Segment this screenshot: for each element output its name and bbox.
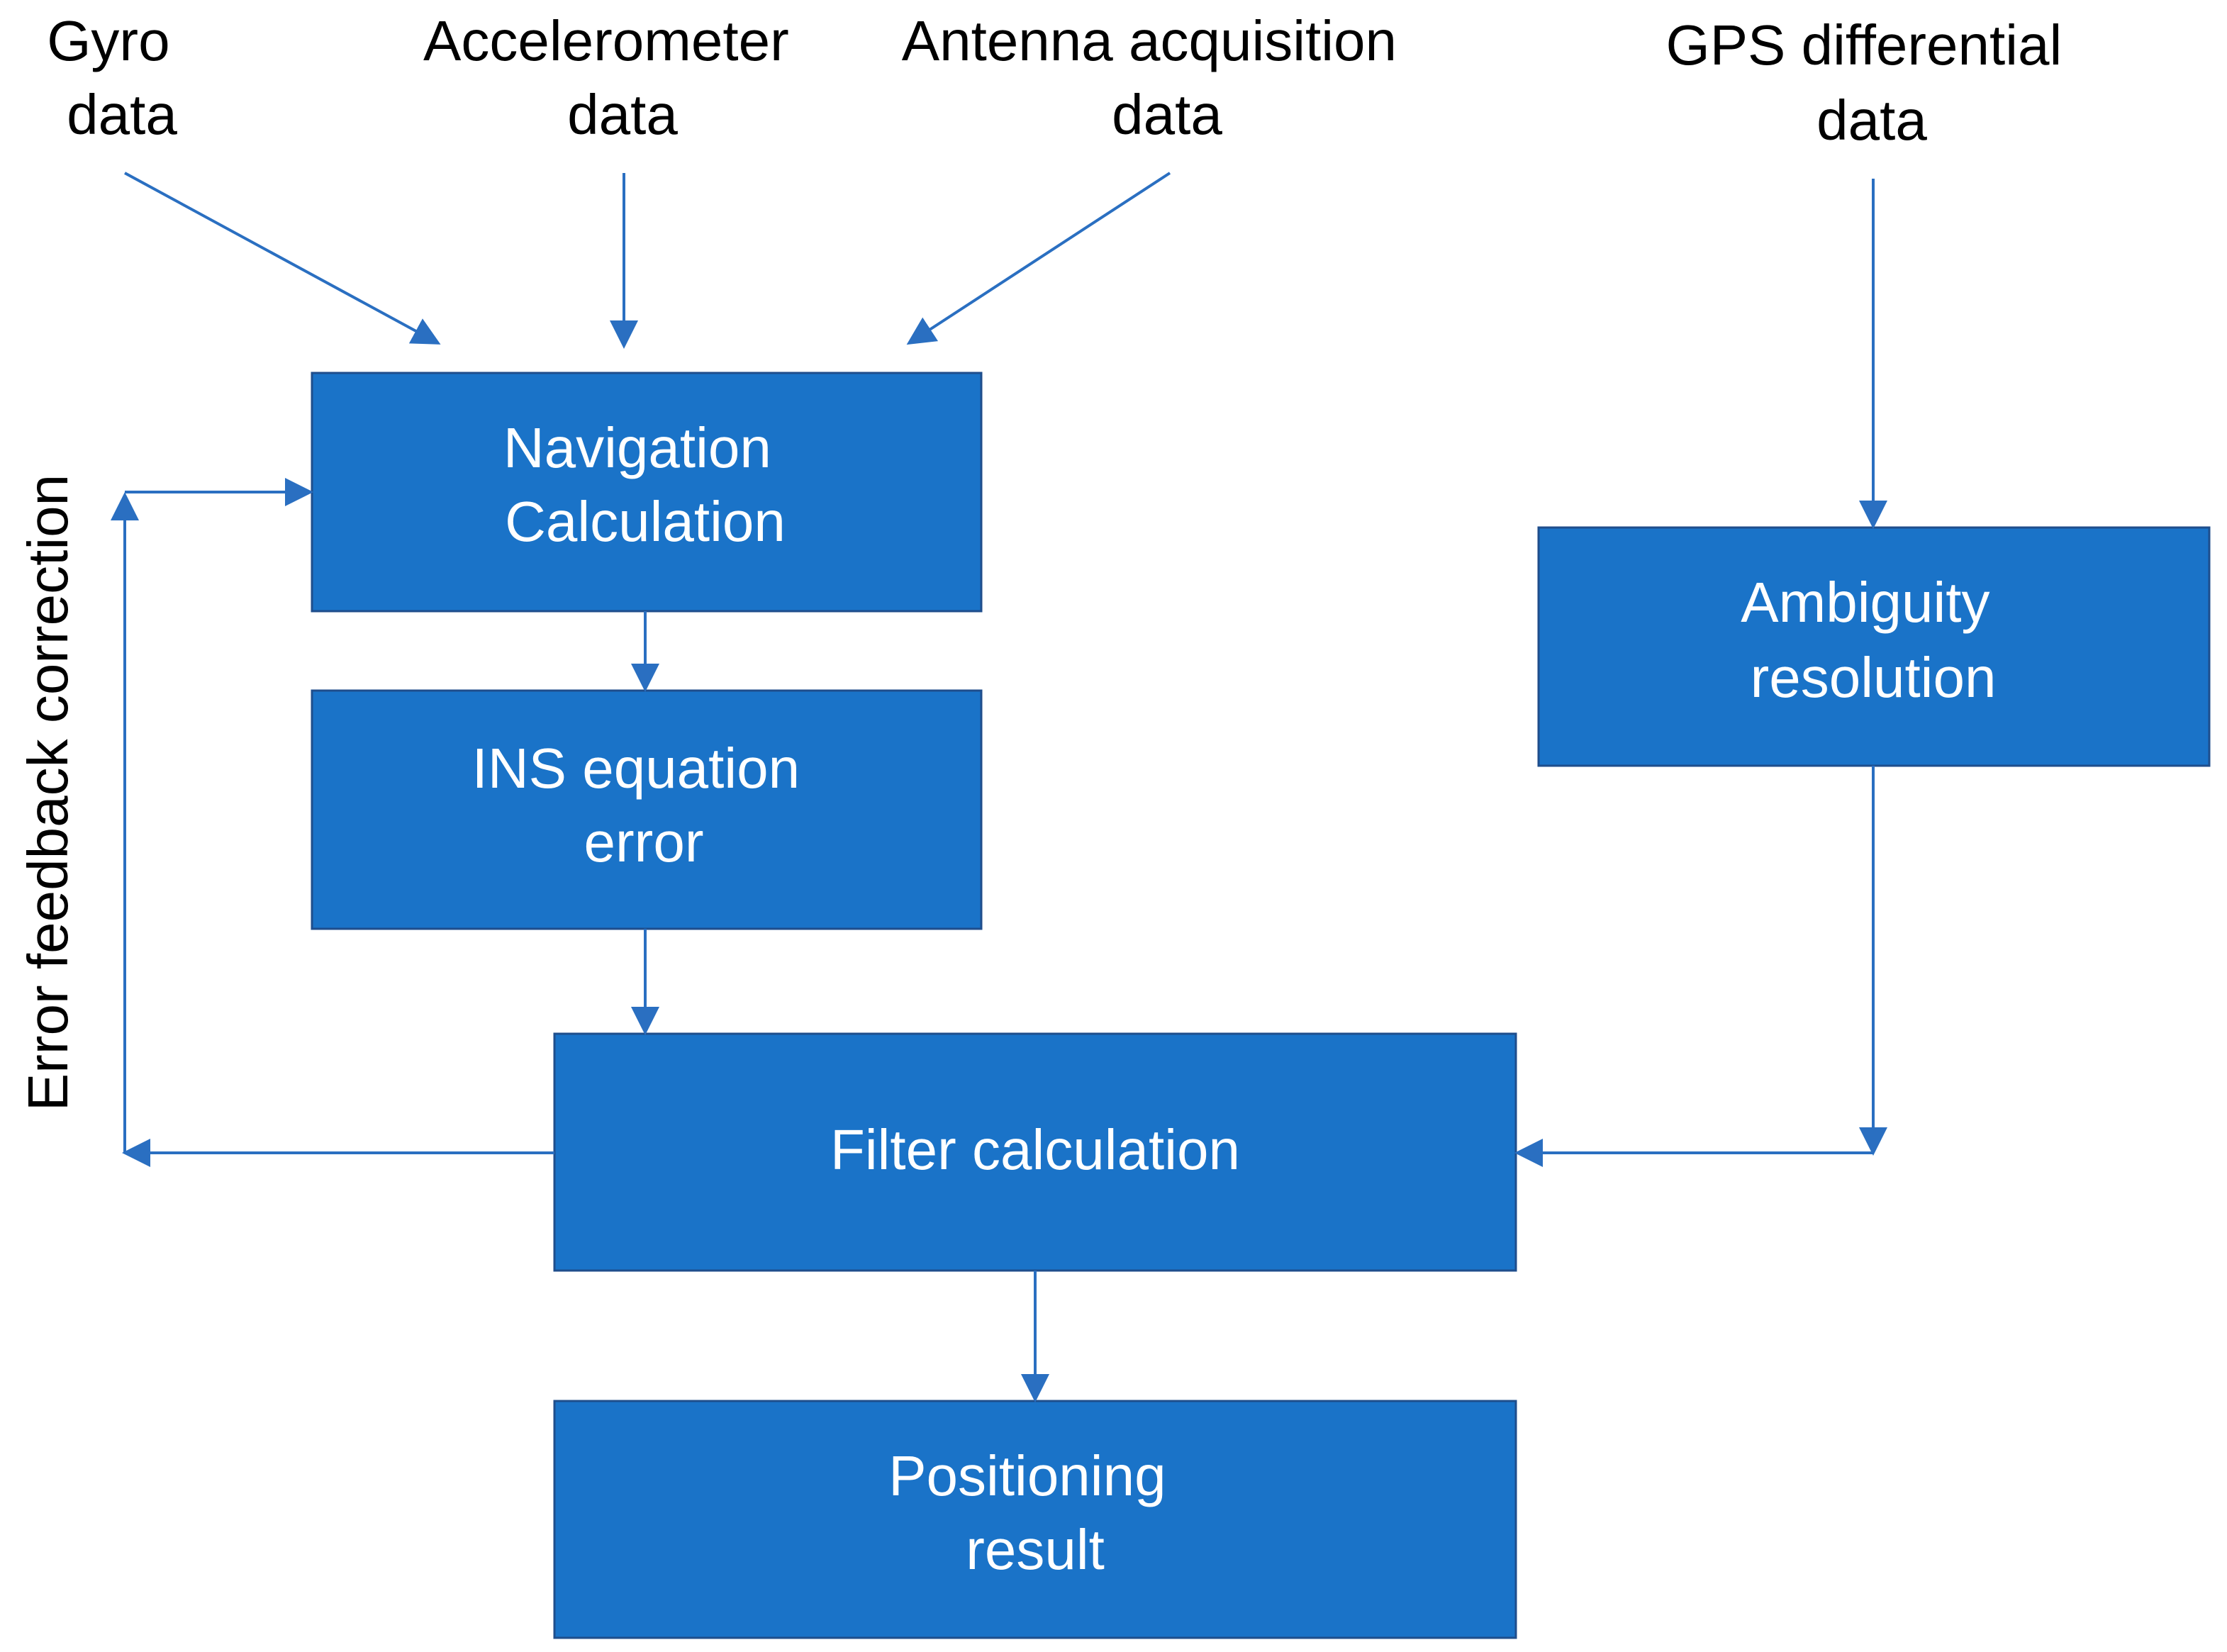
ins-equation-error-box: INS equation error	[311, 689, 983, 930]
svg-text:Ambiguity resolution: Ambiguity resolution	[1741, 571, 2005, 709]
svg-text:Filter calculation: Filter calculation	[830, 1118, 1240, 1181]
antenna-acquisition-data-label: Antenna acquisition data	[902, 9, 1413, 146]
gps-differential-data-label: GPS differential data	[1665, 13, 2077, 152]
gyro-to-navigation-arrow	[124, 172, 441, 345]
ambiguity-resolution-box: Ambiguity resolution	[1537, 526, 2211, 767]
svg-text:Positioning result: Positioning result	[888, 1444, 1182, 1581]
svg-text:Navigation Calculation: Navigation Calculation	[503, 416, 787, 553]
positioning-result-box: Positioning result	[553, 1400, 1517, 1639]
filter-calculation-box: Filter calculation	[553, 1032, 1517, 1272]
svg-text:INS equation error: INS equation error	[472, 737, 816, 874]
navigation-calculation-box: Navigation Calculation	[311, 372, 983, 613]
accelerometer-data-label: Accelerometer data	[423, 9, 805, 146]
antenna-to-navigation-arrow	[906, 172, 1171, 345]
gyro-data-label: Gyro data	[47, 9, 186, 146]
error-feedback-correction-label: Error feedback correction	[16, 474, 79, 1111]
